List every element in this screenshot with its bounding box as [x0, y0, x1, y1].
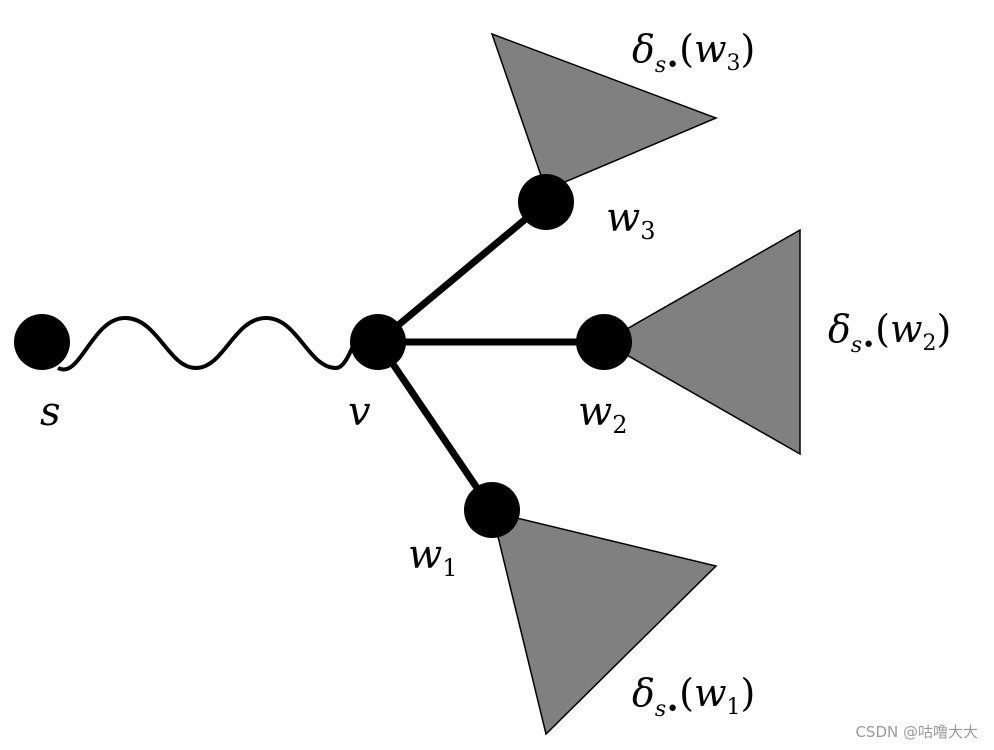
delta-w1-varsub: 1 — [726, 695, 741, 720]
label-w1-base: w — [408, 532, 443, 578]
subtree-label-w2: δs•(w2) — [828, 310, 951, 357]
delta-w3-close: ) — [740, 27, 756, 71]
label-s-text: s — [40, 389, 61, 435]
label-w3-sub: 3 — [640, 217, 656, 245]
subtree-triangle-w3 — [490, 32, 719, 192]
delta-w3-symbol: δ — [632, 27, 655, 71]
label-s: s — [40, 392, 61, 432]
edge-v-w3 — [375, 199, 549, 345]
label-v: v — [348, 392, 371, 432]
label-v-text: v — [348, 389, 371, 435]
delta-w1-symbol: δ — [632, 671, 655, 715]
node-w3 — [518, 174, 574, 230]
delta-w2-subscript: s• — [850, 333, 876, 358]
label-w1: w1 — [408, 535, 458, 580]
delta-w2-open: ( — [875, 307, 890, 351]
subtree-label-w3: δs•(w3) — [632, 30, 755, 77]
delta-w3-var: w — [694, 27, 727, 71]
node-v — [350, 314, 406, 370]
delta-w2-symbol: δ — [828, 307, 851, 351]
delta-w1-var: w — [694, 671, 727, 715]
delta-w1-close: ) — [740, 671, 756, 715]
label-w2: w2 — [578, 392, 628, 437]
edge-v-w1 — [375, 340, 495, 512]
watermark: CSDN @咕噜大大 — [855, 723, 978, 741]
subtree-triangle-w1 — [490, 510, 718, 736]
label-w2-sub: 2 — [612, 411, 628, 439]
delta-w1-open: ( — [679, 671, 694, 715]
label-w3: w3 — [606, 198, 656, 243]
label-w3-base: w — [606, 195, 641, 241]
node-w2 — [576, 314, 632, 370]
subtree-label-w1: δs•(w1) — [632, 674, 755, 721]
label-w2-base: w — [578, 389, 613, 435]
delta-w1-subscript: s• — [654, 697, 680, 722]
delta-w3-subscript: s• — [654, 53, 680, 78]
node-s — [14, 314, 70, 370]
subtree-triangle-w2 — [602, 228, 801, 456]
wavy-path-s-v — [57, 315, 374, 372]
delta-w2-var: w — [890, 307, 923, 351]
delta-w2-varsub: 2 — [922, 331, 937, 356]
delta-w3-open: ( — [679, 27, 694, 71]
label-w1-sub: 1 — [442, 554, 458, 582]
delta-w3-varsub: 3 — [726, 51, 741, 76]
node-w1 — [464, 482, 520, 538]
delta-w2-close: ) — [936, 307, 952, 351]
